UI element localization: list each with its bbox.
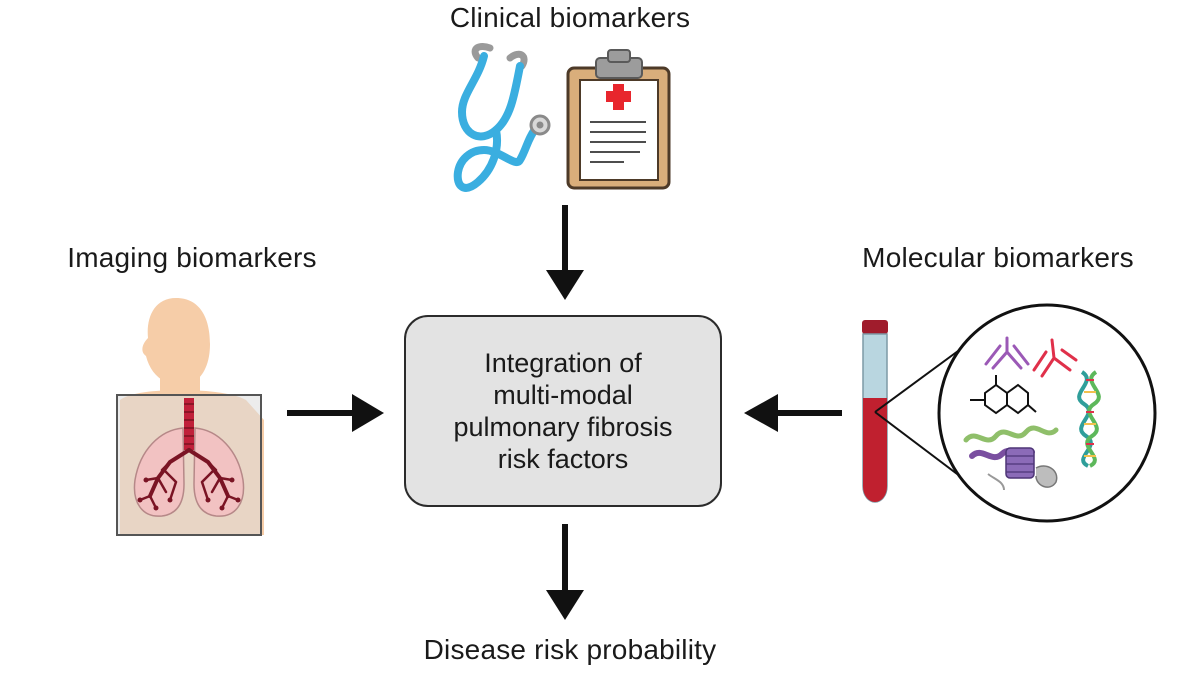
integration-line-4: risk factors: [497, 444, 629, 474]
blood-tube-icon: [862, 320, 888, 503]
arrow-center-to-outcome: [546, 524, 584, 620]
integration-line-1: Integration of: [484, 348, 642, 378]
molecular-biomarkers-label: Molecular biomarkers: [862, 242, 1134, 273]
integration-line-2: multi-modal: [493, 380, 633, 410]
molecules-magnified-icon: [874, 303, 1157, 523]
disease-risk-probability-label: Disease risk probability: [423, 634, 717, 665]
stethoscope-icon: [453, 42, 551, 192]
clipboard-icon: [566, 49, 671, 190]
integration-line-3: pulmonary fibrosis: [453, 412, 673, 442]
imaging-biomarkers-label: Imaging biomarkers: [67, 242, 317, 273]
clinical-biomarkers-label: Clinical biomarkers: [449, 2, 691, 33]
arrow-imaging-to-center: [287, 394, 384, 432]
arrow-molecular-to-center: [744, 394, 842, 432]
arrow-clinical-to-center: [546, 205, 584, 300]
human-lungs-icon: [116, 298, 264, 536]
integration-box: Integration of multi-modal pulmonary fib…: [404, 315, 722, 507]
